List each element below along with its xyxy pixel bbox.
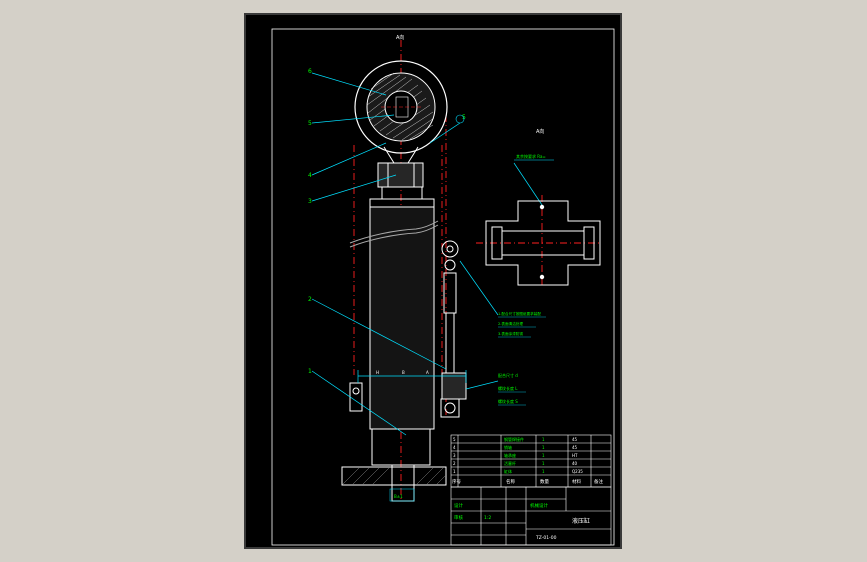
leader-lines [311,72,543,436]
tech-note-3: 3.表面涂漆防锈 [498,331,523,336]
title-drawing-no: TZ-01-00 [535,535,557,541]
part-number-1: 1 [308,368,312,375]
side-view-point-bottom [539,274,545,280]
callout-d: 配合尺寸 d [498,372,518,378]
bom-header: 序号 名称 数量 材料 备注 [452,478,603,485]
part-number-2: 2 [308,296,312,303]
svg-text:数量: 数量 [540,478,549,485]
svg-text:1: 1 [542,461,545,466]
callout-l: 螺纹长度 L [498,385,518,391]
svg-text:销轴: 销轴 [504,444,512,450]
svg-text:1: 1 [542,437,545,442]
part-number-5: 5 [308,120,312,127]
dimension-line [357,370,467,383]
inner-border [271,28,615,546]
part-number-4: 4 [308,172,312,179]
part-balloon [455,114,465,124]
svg-text:钢管焊接件: 钢管焊接件 [504,436,524,442]
dim-label-a: A [426,370,429,375]
title-checker: 审核 [454,514,463,521]
dim-label-b: B [402,370,405,375]
svg-text:45: 45 [572,437,578,442]
title-name: 液压缸 [572,517,590,525]
svg-text:名称: 名称 [506,478,515,485]
svg-text:1: 1 [542,469,545,474]
svg-text:1: 1 [453,469,456,474]
bom-table [450,434,612,488]
svg-text:Q235: Q235 [572,469,583,474]
svg-text:40: 40 [572,461,578,466]
title-company: 机械设计 [530,502,548,509]
cylinder-body [349,186,439,502]
part-number-6: 6 [308,68,312,75]
cad-drawing: 6 5 4 3 2 1 5 A向 A向 其余按要求 Ra= 1.配合尺寸按图纸要… [271,28,615,546]
bom-rows: 5 钢管焊接件 1 45 4 销轴 1 45 3 轴承座 1 HT 2 活塞杆 … [453,436,583,474]
part-number-3: 3 [308,198,312,205]
title-scale: 1:2 [484,515,491,521]
tech-note-1: 1.配合尺寸按图纸要求装配 [498,311,541,316]
drawing-sheet: 6 5 4 3 2 1 5 A向 A向 其余按要求 Ra= 1.配合尺寸按图纸要… [244,13,622,549]
bottom-dim: B±1 [394,494,403,499]
side-view-point-top [539,204,545,210]
svg-text:轴承座: 轴承座 [504,452,516,458]
svg-text:缸体: 缸体 [504,468,512,474]
title-block [450,486,612,546]
svg-text:4: 4 [453,445,456,450]
svg-text:材料: 材料 [572,478,581,485]
dim-label-h: H [376,370,379,375]
svg-text:1: 1 [542,445,545,450]
svg-text:45: 45 [572,445,578,450]
svg-text:3: 3 [453,453,456,458]
side-view [485,200,601,286]
eye-end [354,60,448,154]
svg-text:序号: 序号 [452,478,461,485]
title-designer: 设计 [454,502,463,509]
svg-text:HT: HT [572,453,578,458]
svg-text:备注: 备注 [594,478,603,485]
callout-s: 螺纹长度 S [498,398,518,404]
view-label-top: A向 [396,34,404,41]
tech-note-2: 2.表面清洁处理 [498,321,523,326]
base-plate [341,466,447,486]
svg-text:活塞杆: 活塞杆 [504,460,516,466]
view-label-side: A向 [536,128,544,135]
svg-text:2: 2 [453,461,456,466]
svg-text:5: 5 [453,437,456,442]
tolerance-note: 其余按要求 Ra= [516,153,546,159]
svg-text:1: 1 [542,453,545,458]
